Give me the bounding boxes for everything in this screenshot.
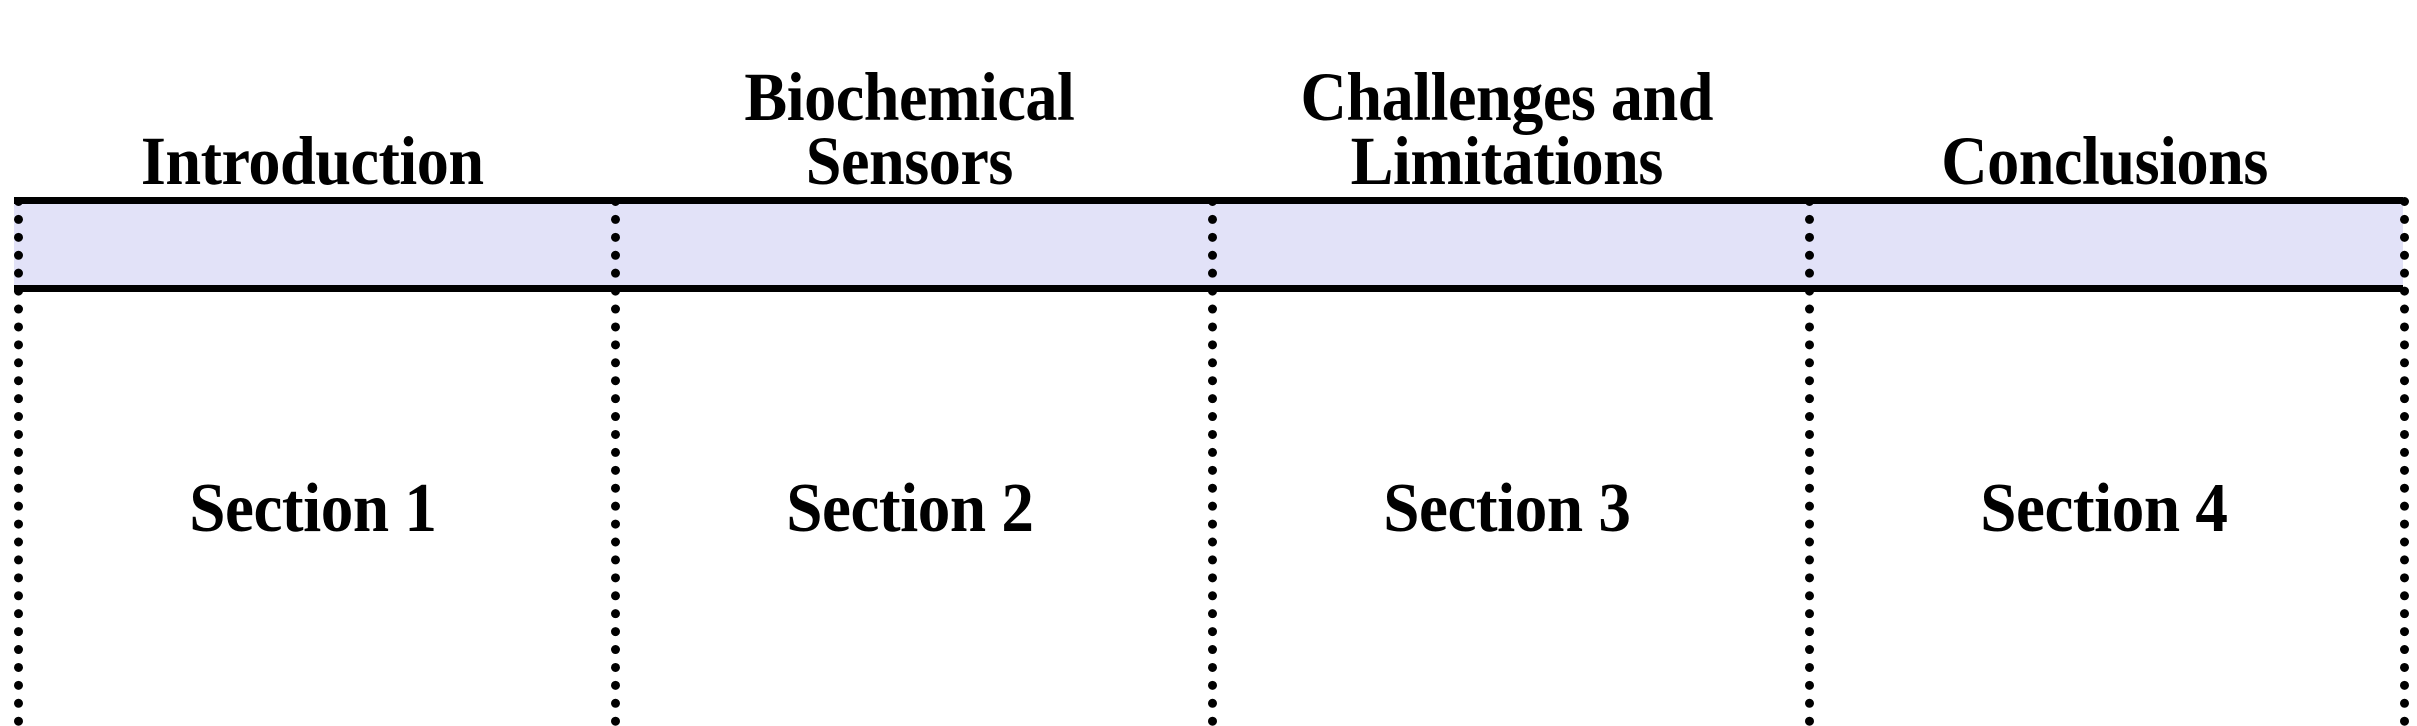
column-header-row: Introduction Biochemical Sensors Challen… [14,0,2403,197]
divider-line-3-4 [1805,197,1814,726]
column-header-label-challenges-and-limitations: Challenges and Limitations [1300,59,1714,199]
column-header-cell-1: Introduction [14,0,611,197]
divider-line-1-2 [611,197,620,726]
column-header-label-conclusions: Conclusions [1941,122,2268,199]
column-header-cell-4: Conclusions [1806,0,2403,197]
section-label-1: Section 1 [189,470,437,547]
section-cell-3: Section 3 [1209,292,1806,726]
column-header-cell-2: Biochemical Sensors [611,0,1208,197]
divider-line-right-edge [2400,197,2409,726]
column-header-label-biochemical-sensors: Biochemical Sensors [744,59,1075,199]
section-label-4: Section 4 [1980,470,2229,547]
divider-line-2-3 [1208,197,1217,726]
divider-line-left-edge [14,197,23,726]
section-label-row: Section 1 Section 2 Section 3 Section 4 [14,292,2403,726]
column-header-label-introduction: Introduction [141,122,484,199]
section-cell-2: Section 2 [611,292,1208,726]
section-label-3: Section 3 [1383,470,1632,547]
column-header-cell-3: Challenges and Limitations [1209,0,1806,197]
section-cell-1: Section 1 [14,292,611,726]
section-label-2: Section 2 [786,470,1034,547]
section-cell-4: Section 4 [1806,292,2403,726]
